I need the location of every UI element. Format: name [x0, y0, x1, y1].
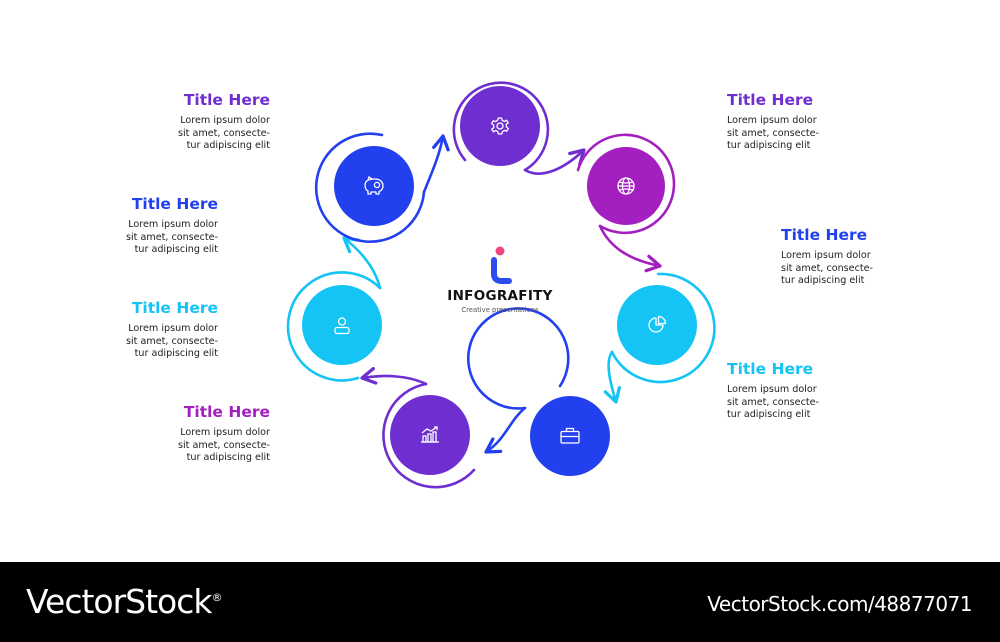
- footer-brand: VectorStock®: [26, 582, 223, 621]
- user-icon: [334, 317, 350, 335]
- brand-tagline: Creative presentations: [461, 306, 539, 314]
- brand-name: INFOGRAFITY: [447, 288, 553, 304]
- step-node-5: [382, 382, 476, 489]
- footer-image-id: VectorStock.com/48877071: [707, 592, 972, 616]
- step-node-7: [314, 132, 426, 243]
- connector-arrow-4: [484, 406, 527, 454]
- briefcase-icon: [560, 427, 580, 444]
- label-title: Title Here: [781, 226, 868, 244]
- piggy-bank-icon: [364, 175, 384, 195]
- center-logo: INFOGRAFITY Creative presentations: [420, 286, 580, 314]
- step-node-4: [466, 307, 610, 476]
- pie-chart-icon: [648, 315, 667, 333]
- bar-chart-icon: [421, 426, 439, 443]
- connector-arrow-7: [422, 134, 450, 194]
- connector-arrow-5: [360, 367, 428, 386]
- connector-arrow-2: [598, 224, 662, 273]
- step-node-6: [286, 271, 382, 382]
- label-title: Title Here: [727, 360, 814, 378]
- label-title: Title Here: [183, 403, 270, 421]
- step-node-1: [452, 81, 550, 172]
- label-title: Title Here: [727, 91, 814, 109]
- label-title: Title Here: [183, 91, 270, 109]
- label-title: Title Here: [131, 299, 218, 317]
- step-node-3: [610, 272, 716, 384]
- connector-arrow-3: [603, 350, 621, 404]
- cycle-diagram: [286, 81, 716, 489]
- gear-icon: [491, 117, 509, 135]
- logo-mark: [491, 246, 512, 284]
- connector-arrow-1: [523, 148, 586, 175]
- label-title: Title Here: [131, 195, 218, 213]
- connector-arrow-6: [342, 236, 382, 290]
- footer-bar: VectorStock® VectorStock.com/48877071: [0, 562, 1000, 642]
- step-node-2: [576, 133, 676, 235]
- globe-icon: [617, 177, 635, 195]
